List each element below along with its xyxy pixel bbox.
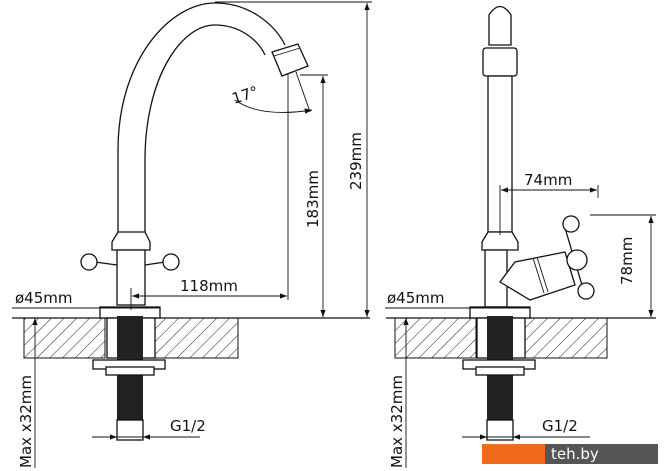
countertop-left [23, 317, 106, 359]
side-view: 74mm 78mm ø45mm Max x32mm G1/2 [385, 5, 656, 468]
thread-size-label: G1/2 [170, 417, 206, 435]
handle-height-label: 78mm [618, 237, 636, 285]
flange-diameter-label: ø45mm [15, 289, 73, 307]
handle-hub [566, 249, 588, 271]
countertop-left [394, 317, 477, 359]
spout-tip [488, 5, 512, 46]
total-height-label: 239mm [347, 132, 365, 190]
valve-cartridge [499, 251, 576, 301]
spout-angle-label: 17° [230, 82, 261, 107]
max-thickness-label: Max x32mm [17, 375, 35, 468]
spout-height-label: 183mm [304, 170, 322, 228]
aerator [271, 43, 309, 77]
front-view: 17° 239mm 183mm 118mm ø45mm [12, 1, 372, 468]
handle-bottom-ball [577, 282, 595, 300]
handle-right-ball [162, 253, 180, 271]
flange-diameter-label: ø45mm [387, 289, 445, 307]
aerator-collar [482, 47, 518, 77]
spout [117, 2, 286, 232]
thread-size-label: G1/2 [542, 417, 578, 435]
max-thickness-label: Max x32mm [388, 375, 406, 468]
handle-left-ball [80, 253, 98, 271]
countertop-right [524, 317, 608, 359]
handle-top-ball [562, 215, 580, 233]
body-nut [111, 231, 151, 251]
countertop-right [154, 317, 239, 359]
body-nut [481, 231, 519, 251]
spout-reach-label: 118mm [180, 277, 238, 295]
watermark-logo: teh.by [482, 444, 658, 464]
watermark-text: teh.by [551, 445, 599, 463]
handle-reach-label: 74mm [524, 171, 572, 189]
